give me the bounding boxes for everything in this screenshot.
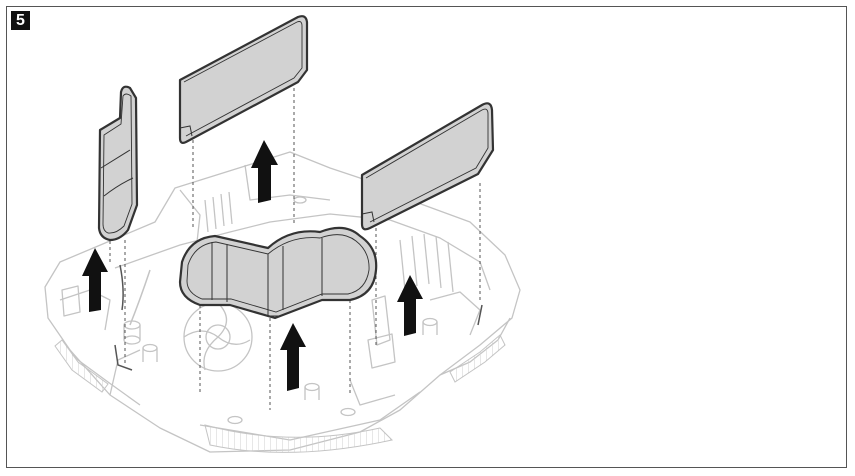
top-insert-panel <box>178 15 309 144</box>
left-insert-panel <box>97 85 139 242</box>
step-number-badge: 5 <box>11 11 30 30</box>
arrow-up-icon-top <box>251 140 278 203</box>
center-insert-panel <box>178 226 378 320</box>
arrow-up-icon-left <box>82 248 108 312</box>
housing-grille <box>204 424 394 453</box>
cables <box>114 264 483 371</box>
right-insert-panel <box>360 102 495 231</box>
arrow-up-icon <box>82 140 423 391</box>
housing-grille-left <box>54 339 109 393</box>
arrow-up-icon-right <box>397 275 423 336</box>
housing-grille-right <box>449 334 506 383</box>
arrow-up-icon-center <box>280 323 306 391</box>
guide-lines <box>109 88 481 410</box>
